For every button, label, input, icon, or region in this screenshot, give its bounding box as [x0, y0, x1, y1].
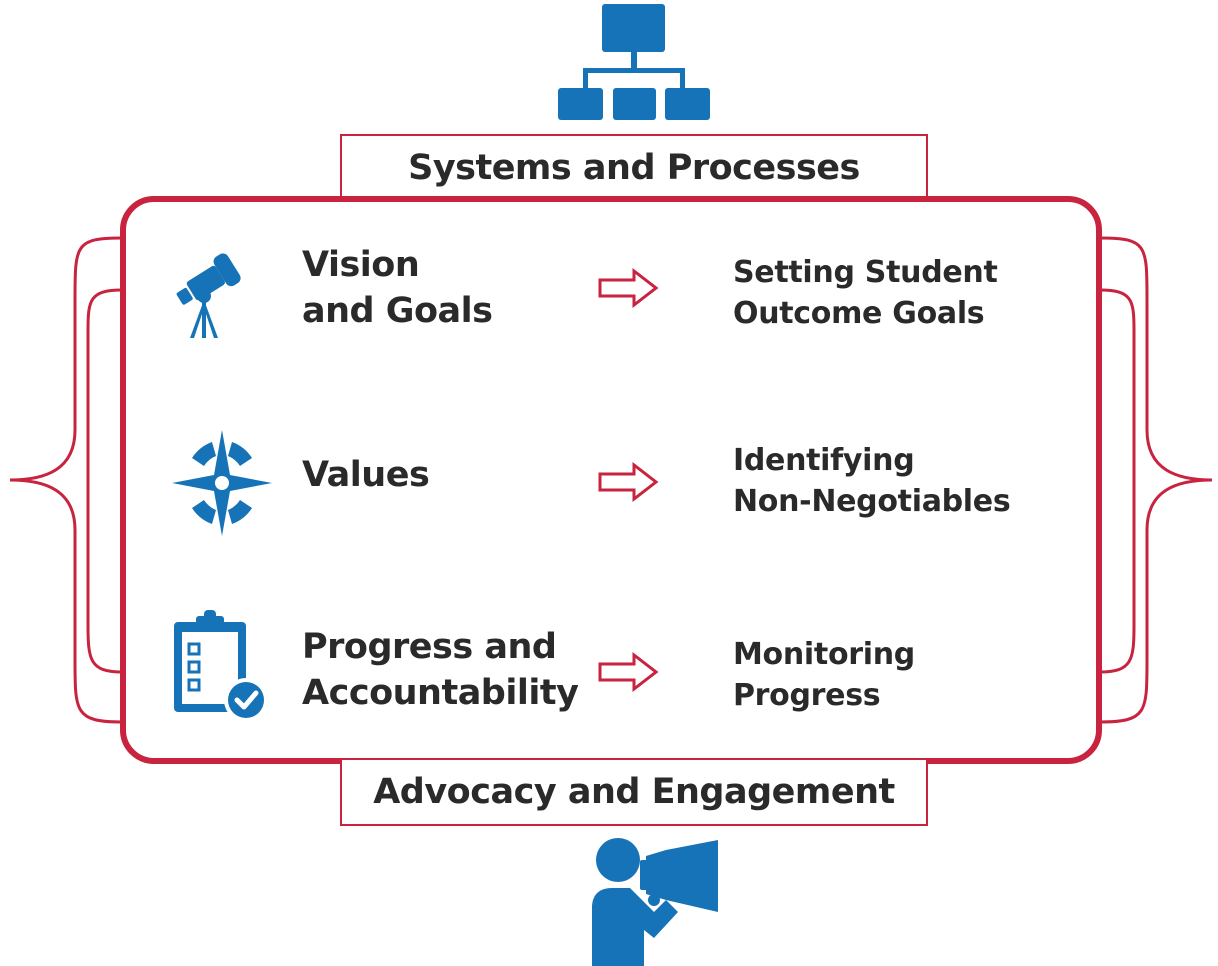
megaphone-person-icon — [592, 838, 718, 966]
row-title-values: Values — [302, 455, 430, 495]
row-result-monitoring-progress: Monitoring Progress — [733, 637, 915, 713]
row-result-student-goals: Setting Student Outcome Goals — [733, 255, 998, 331]
arrow-right-icon — [598, 461, 659, 503]
telescope-icon — [176, 253, 241, 338]
row-title-vision-goals: Vision and Goals — [302, 245, 493, 331]
arrow-right-icon — [598, 651, 659, 693]
org-chart-icon — [558, 4, 710, 120]
right-brace — [1099, 236, 1213, 724]
bottom-label: Advocacy and Engagement — [373, 772, 895, 812]
row-result-non-negotiables: Identifying Non-Negotiables — [733, 443, 1011, 519]
clipboard-check-icon — [174, 610, 268, 722]
row-title-progress-accountability: Progress and Accountability — [302, 627, 579, 713]
arrow-right-icon — [598, 267, 659, 309]
top-label-box: Systems and Processes — [340, 134, 928, 200]
top-label: Systems and Processes — [408, 148, 860, 188]
compass-icon — [172, 430, 272, 536]
left-brace — [9, 236, 123, 724]
bottom-label-box: Advocacy and Engagement — [340, 760, 928, 826]
